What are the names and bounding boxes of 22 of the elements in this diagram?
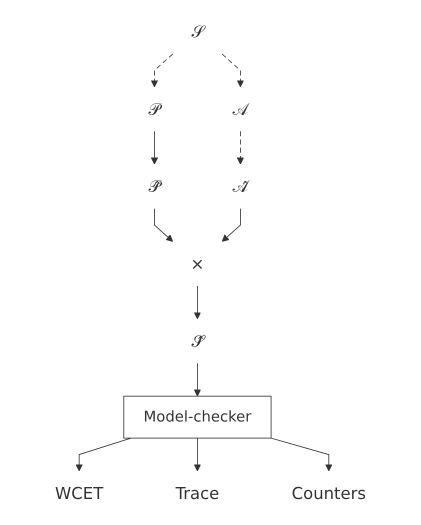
node-text: Trace — [176, 483, 220, 504]
arrow — [194, 286, 202, 320]
node-text: 𝒜 — [232, 99, 248, 119]
arrow — [236, 130, 244, 165]
arrow — [270, 438, 332, 472]
node-box: Model-checker — [123, 396, 272, 439]
arrow — [150, 54, 174, 88]
node-text: 𝒫 — [148, 99, 160, 119]
arrow — [222, 208, 241, 242]
arrow — [150, 130, 158, 165]
node-text: Counters — [292, 483, 366, 504]
node-text: 𝒮 — [191, 22, 204, 42]
arrow — [222, 54, 244, 88]
node-text: × — [190, 254, 204, 274]
arrow — [154, 208, 174, 242]
node-text: 𝒫̂ — [148, 176, 160, 196]
arrow — [194, 438, 202, 472]
arrow — [76, 438, 132, 472]
node-text: 𝒜̂ — [232, 176, 248, 196]
node-text: 𝒮̂ — [191, 331, 204, 351]
node-text: WCET — [55, 483, 104, 504]
arrow — [194, 362, 202, 396]
